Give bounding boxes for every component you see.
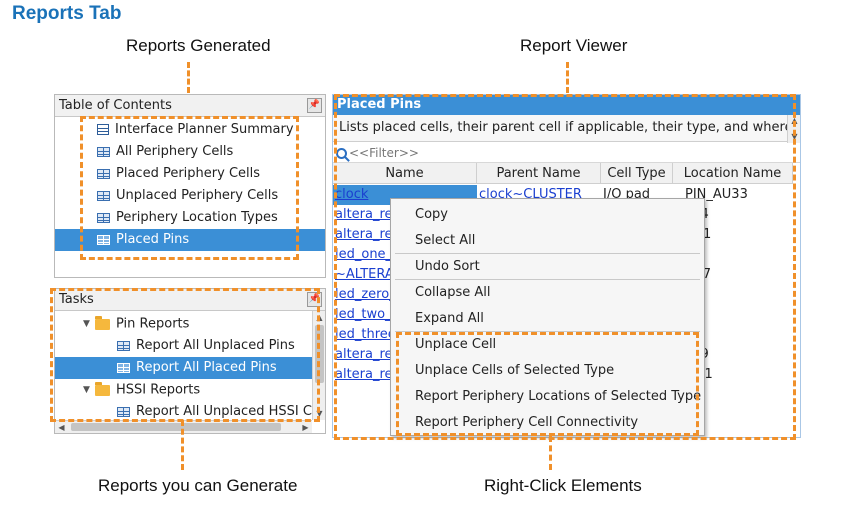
callout-connector xyxy=(181,420,184,470)
toc-item[interactable]: Interface Planner Summary xyxy=(55,119,325,141)
table-icon xyxy=(117,340,130,351)
scroll-thumb[interactable] xyxy=(315,325,324,383)
context-menu-item[interactable]: Copy xyxy=(415,207,448,222)
table-icon xyxy=(117,406,130,417)
callout-connector xyxy=(549,436,552,470)
toc-item-label: Placed Pins xyxy=(116,232,190,247)
context-menu-item[interactable]: Select All xyxy=(415,233,476,248)
table-cell-name[interactable]: led_one_ xyxy=(335,247,393,262)
context-menu-item[interactable]: Unplace Cells of Selected Type xyxy=(415,363,615,378)
scroll-up-icon[interactable]: ▲ xyxy=(316,313,323,322)
toc-item[interactable]: Placed Periphery Cells xyxy=(55,163,325,185)
toc-item[interactable]: Periphery Location Types xyxy=(55,207,325,229)
toc-item[interactable]: All Periphery Cells xyxy=(55,141,325,163)
table-icon xyxy=(97,190,110,201)
task-item[interactable]: Report All Placed Pins xyxy=(55,357,312,379)
context-menu-item[interactable]: Report Periphery Locations of Selected T… xyxy=(415,389,702,404)
tasks-panel-header: Tasks 📌 xyxy=(55,289,325,311)
summary-icon xyxy=(97,124,109,135)
scroll-down-icon[interactable]: ▼ xyxy=(316,409,323,418)
toc-item-label: Interface Planner Summary xyxy=(115,122,294,137)
table-icon xyxy=(97,212,110,223)
task-item[interactable]: Report All Unplaced Pins xyxy=(55,335,312,357)
table-icon xyxy=(97,168,110,179)
filter-placeholder: <<Filter>> xyxy=(349,146,419,160)
callout-right-click-elements: Right-Click Elements xyxy=(484,476,642,495)
report-viewer-title: Placed Pins xyxy=(333,95,800,115)
task-item[interactable]: Report All Unplaced HSSI Ch xyxy=(55,401,312,423)
toc-panel-title: Table of Contents xyxy=(59,98,172,113)
scroll-up-icon[interactable]: ▲ xyxy=(791,116,798,125)
callout-report-viewer: Report Viewer xyxy=(520,36,628,55)
context-menu-item[interactable]: Collapse All xyxy=(415,285,491,300)
table-cell-name[interactable]: led_two_ xyxy=(335,307,392,322)
toc-item[interactable]: Unplaced Periphery Cells xyxy=(55,185,325,207)
description-scrollbar[interactable]: ▲ ▼ xyxy=(787,115,800,143)
table-cell-name[interactable]: ~ALTERA xyxy=(335,267,394,282)
task-item-label: Report All Placed Pins xyxy=(136,360,277,375)
table-cell-name[interactable]: altera_re xyxy=(335,347,393,362)
task-folder[interactable]: ▼ HSSI Reports xyxy=(55,379,312,401)
chevron-down-icon[interactable]: ▼ xyxy=(83,385,90,395)
tasks-vertical-scrollbar[interactable]: ▲ ▼ xyxy=(312,311,325,420)
table-icon xyxy=(97,146,110,157)
scroll-down-icon[interactable]: ▼ xyxy=(791,132,798,141)
column-header[interactable]: Location Name xyxy=(673,163,793,184)
task-item-label: HSSI Reports xyxy=(116,382,201,398)
menu-separator xyxy=(395,279,700,280)
table-cell-name[interactable]: led_zero_ xyxy=(335,287,396,302)
context-menu-item[interactable]: Expand All xyxy=(415,311,484,326)
task-item-label: Report All Unplaced Pins xyxy=(136,338,295,353)
task-folder[interactable]: ▼ Pin Reports xyxy=(55,313,312,335)
column-header[interactable]: Parent Name xyxy=(477,163,601,184)
tasks-panel-title: Tasks xyxy=(59,292,94,307)
search-icon xyxy=(336,148,347,159)
column-header[interactable]: Cell Type xyxy=(601,163,673,184)
context-menu-item[interactable]: Report Periphery Cell Connectivity xyxy=(415,415,639,430)
toc-item[interactable]: Placed Pins xyxy=(55,229,325,251)
toc-panel: Table of Contents 📌 Interface Planner Su… xyxy=(54,94,326,278)
pin-icon[interactable]: 📌 xyxy=(307,98,322,113)
context-menu-item[interactable]: Undo Sort xyxy=(415,259,480,274)
callout-connector xyxy=(566,62,569,93)
task-item-label: Pin Reports xyxy=(116,316,190,332)
toc-panel-header: Table of Contents 📌 xyxy=(55,95,325,117)
filter-input[interactable]: <<Filter>> xyxy=(333,143,800,163)
scroll-left-icon[interactable]: ◀ xyxy=(58,423,65,432)
table-cell-name[interactable]: altera_re xyxy=(335,367,393,382)
toc-item-label: Periphery Location Types xyxy=(116,210,278,225)
context-menu-item[interactable]: Unplace Cell xyxy=(415,337,497,352)
column-header[interactable]: Name xyxy=(333,163,477,184)
scroll-right-icon[interactable]: ▶ xyxy=(302,423,309,432)
folder-icon xyxy=(95,315,110,330)
chevron-down-icon[interactable]: ▼ xyxy=(83,319,90,329)
toc-item-label: Placed Periphery Cells xyxy=(116,166,261,181)
report-description: Lists placed cells, their parent cell if… xyxy=(333,115,800,142)
pin-icon[interactable]: 📌 xyxy=(307,292,322,307)
table-cell-name[interactable]: altera_re xyxy=(335,227,393,242)
toc-item-label: Unplaced Periphery Cells xyxy=(116,188,279,203)
callout-reports-you-can-generate: Reports you can Generate xyxy=(98,476,298,495)
menu-separator xyxy=(395,253,700,254)
toc-item-label: All Periphery Cells xyxy=(116,144,234,159)
callout-connector xyxy=(187,62,190,93)
menu-separator xyxy=(395,331,700,332)
scroll-thumb[interactable] xyxy=(71,423,281,431)
folder-icon xyxy=(95,381,110,396)
page-heading: Reports Tab xyxy=(12,3,122,24)
task-item-label: Report All Unplaced HSSI Ch xyxy=(136,404,312,419)
table-cell-name[interactable]: led_three xyxy=(335,327,396,342)
table-icon xyxy=(97,234,110,245)
table-icon xyxy=(117,362,130,373)
table-cell-name[interactable]: altera_re xyxy=(335,207,393,222)
callout-reports-generated: Reports Generated xyxy=(126,36,271,55)
